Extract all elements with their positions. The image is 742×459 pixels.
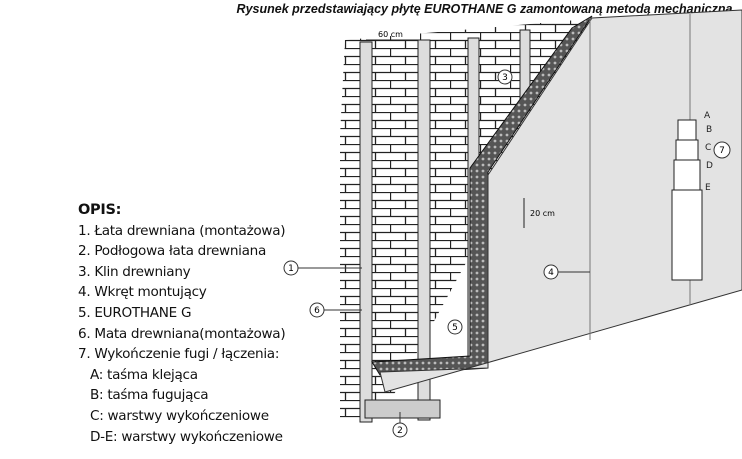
legend-item: 5. EUROTHANE G	[78, 304, 192, 321]
svg-text:A: A	[704, 111, 711, 121]
legend-subitem: A: taśma klejąca	[90, 366, 198, 383]
legend-subitem: C: warstwy wykończeniowe	[90, 407, 269, 424]
callout-numbers: 1 2 3 4 5 6 7	[288, 73, 725, 436]
svg-text:3: 3	[502, 73, 508, 83]
eurothane-board	[379, 9, 742, 393]
dimension-screw-spacing: 20 cm	[523, 198, 555, 228]
legend-item: 3. Klin drewniany	[78, 263, 191, 280]
svg-text:B: B	[706, 125, 712, 135]
floor-batten	[364, 399, 441, 419]
svg-text:C: C	[705, 143, 711, 153]
svg-text:2: 2	[397, 426, 403, 436]
legend-item: 7. Wykończenie fugi / łączenia:	[78, 346, 280, 363]
legend-item: 2. Podłogowa łata drewniana	[78, 243, 266, 260]
legend-item: 1. Łata drewniana (montażowa)	[78, 222, 286, 239]
svg-text:E: E	[705, 183, 711, 193]
svg-text:6: 6	[314, 306, 320, 316]
dimension-stud-spacing: 60 cm	[366, 30, 424, 41]
finish-layer-labels: A B C D E	[704, 111, 713, 193]
svg-text:20 cm: 20 cm	[530, 209, 555, 218]
legend-item: 6. Mata drewniana(montażowa)	[78, 325, 286, 342]
svg-text:1: 1	[288, 264, 294, 274]
figure-title: Rysunek przedstawiający płytę EUROTHANE …	[236, 2, 736, 16]
insulation-mat	[371, 15, 593, 376]
legend-subitem: D-E: warstwy wykończeniowe	[90, 428, 283, 445]
finish-layers	[671, 119, 703, 281]
svg-text:60 cm: 60 cm	[378, 30, 403, 39]
svg-text:D: D	[706, 161, 713, 171]
svg-text:5: 5	[452, 323, 458, 333]
svg-text:4: 4	[548, 268, 554, 278]
callout-circles	[283, 69, 731, 438]
legend-subitem: B: taśma fugująca	[90, 387, 209, 404]
legend-heading: OPIS:	[78, 202, 122, 218]
svg-text:7: 7	[719, 146, 725, 156]
legend-item: 4. Wkręt montujący	[78, 284, 207, 301]
legend: OPIS: 1. Łata drewniana (montażowa) 2. P…	[78, 200, 286, 447]
